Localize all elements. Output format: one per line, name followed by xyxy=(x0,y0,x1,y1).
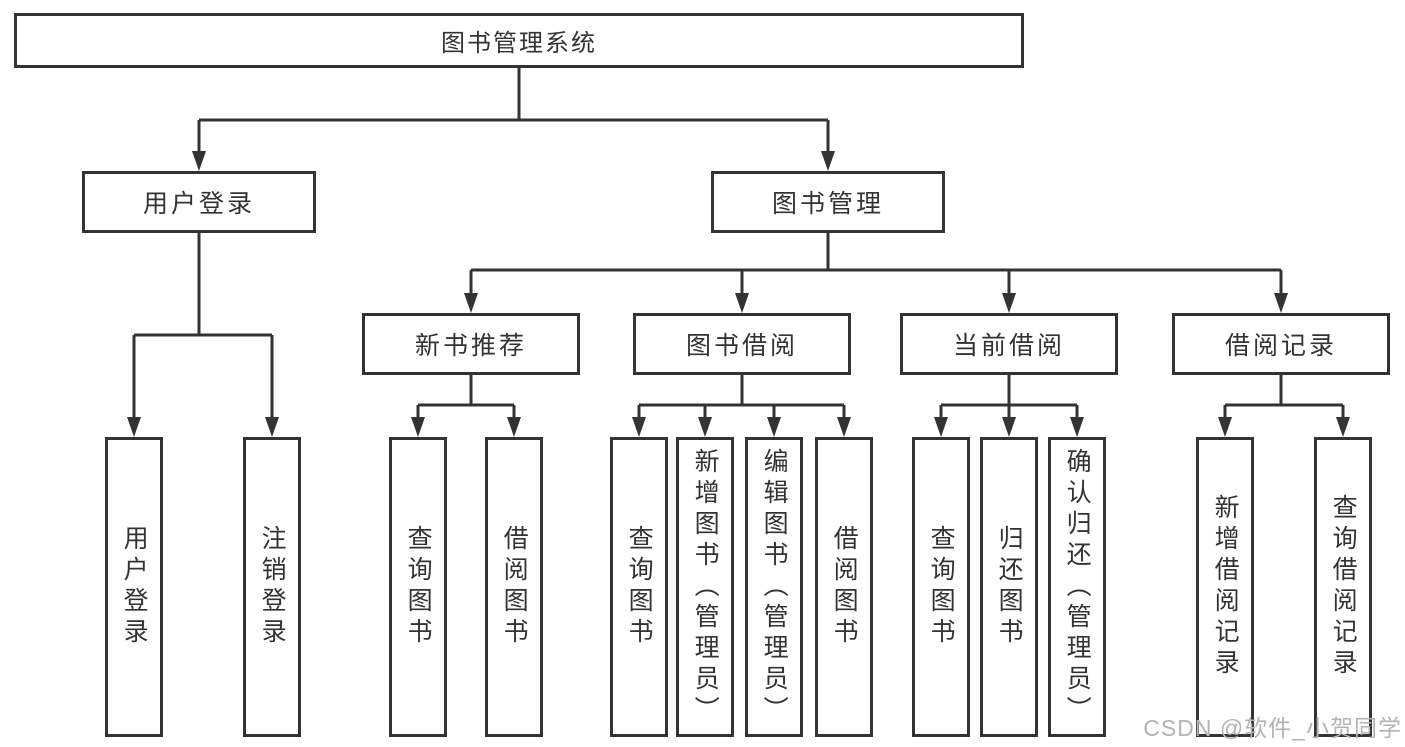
node-current-borrow-label: 当前借阅 xyxy=(952,332,1065,360)
leaf-query-books-current-label: 查询图书 xyxy=(927,525,956,649)
watermark: CSDN @软件_小贺同学 xyxy=(1143,715,1402,741)
leaf-query-books-borrow-label: 查询图书 xyxy=(625,525,654,649)
arrowhead-icons xyxy=(127,151,1350,437)
node-root: 图书管理系统 xyxy=(14,13,1024,68)
node-borrow-record: 借阅记录 xyxy=(1172,313,1390,375)
leaf-query-books-current: 查询图书 xyxy=(912,437,970,737)
node-book-borrow-label: 图书借阅 xyxy=(685,332,798,360)
leaf-edit-book-admin: 编辑图书（管理员） xyxy=(745,437,803,737)
leaf-logout: 注销登录 xyxy=(243,437,301,737)
leaf-borrow-books-recommend-label: 借阅图书 xyxy=(500,525,529,649)
leaf-add-borrow-record: 新增借阅记录 xyxy=(1196,437,1254,737)
leaf-query-borrow-record: 查询借阅记录 xyxy=(1314,437,1372,737)
node-book-borrow: 图书借阅 xyxy=(633,313,851,375)
leaf-logout-label: 注销登录 xyxy=(258,525,287,649)
leaf-query-books-recommend-label: 查询图书 xyxy=(404,525,433,649)
leaf-query-borrow-record-label: 查询借阅记录 xyxy=(1329,494,1358,680)
node-new-book-recommend: 新书推荐 xyxy=(362,313,580,375)
leaf-borrow-books: 借阅图书 xyxy=(815,437,873,737)
node-borrow-record-label: 借阅记录 xyxy=(1224,332,1337,360)
leaf-confirm-return-admin: 确认归还（管理员） xyxy=(1048,437,1106,737)
node-new-book-recommend-label: 新书推荐 xyxy=(414,332,527,360)
node-book-management-label: 图书管理 xyxy=(771,190,884,218)
leaf-query-books-borrow: 查询图书 xyxy=(610,437,668,737)
node-user-login-label: 用户登录 xyxy=(142,190,255,218)
leaf-return-book-label: 归还图书 xyxy=(995,525,1024,649)
node-user-login: 用户登录 xyxy=(82,171,316,233)
leaf-confirm-return-admin-label: 确认归还（管理员） xyxy=(1063,447,1092,727)
leaf-add-book-admin: 新增图书（管理员） xyxy=(676,437,734,737)
leaf-add-book-admin-label: 新增图书（管理员） xyxy=(691,447,720,727)
leaf-user-login-label: 用户登录 xyxy=(120,525,149,649)
leaf-add-borrow-record-label: 新增借阅记录 xyxy=(1211,494,1240,680)
leaf-borrow-books-recommend: 借阅图书 xyxy=(485,437,543,737)
leaf-return-book: 归还图书 xyxy=(980,437,1038,737)
node-root-label: 图书管理系统 xyxy=(441,30,597,57)
leaf-user-login: 用户登录 xyxy=(105,437,163,737)
leaf-borrow-books-label: 借阅图书 xyxy=(830,525,859,649)
node-book-management: 图书管理 xyxy=(711,171,945,233)
node-current-borrow: 当前借阅 xyxy=(900,313,1118,375)
leaf-query-books-recommend: 查询图书 xyxy=(389,437,447,737)
leaf-edit-book-admin-label: 编辑图书（管理员） xyxy=(760,447,789,727)
